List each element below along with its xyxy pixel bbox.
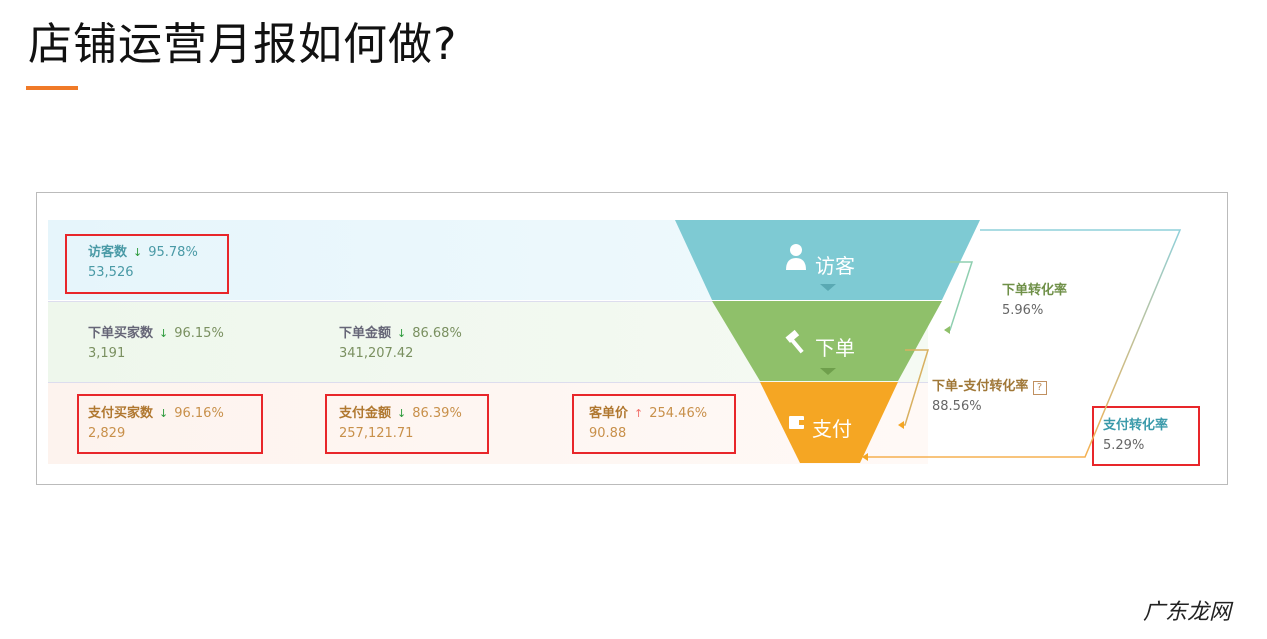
arrow-head-icon (862, 453, 868, 461)
metric-change: 96.15% (174, 326, 224, 341)
funnel-stage-order (712, 301, 942, 381)
rate-value: 88.56% (932, 399, 982, 414)
metric-pay-buyers: 支付买家数 ↓ 96.16% 2,829 (88, 404, 224, 444)
metric-value: 257,121.71 (339, 426, 414, 441)
funnel-label-visitor: 访客 (815, 254, 855, 278)
rate-label: 下单-支付转化率 (932, 379, 1029, 394)
wallet-icon (789, 416, 805, 429)
funnel-label-pay: 支付 (812, 417, 852, 441)
report-frame (36, 192, 1228, 485)
metric-value: 3,191 (88, 346, 126, 361)
rate-value: 5.29% (1103, 438, 1145, 453)
title-underline (26, 86, 78, 90)
up-arrow-icon: ↑ (634, 407, 644, 420)
order-conversion-rate: 下单转化率 5.96% (1002, 281, 1067, 321)
highlight-box (77, 394, 263, 454)
metric-change: 95.78% (148, 245, 198, 260)
caret-down-icon (820, 368, 836, 375)
arrow-head-icon (898, 421, 904, 429)
metric-label: 支付金额 (339, 406, 392, 421)
metric-label: 访客数 (88, 245, 128, 260)
metric-change: 96.16% (174, 406, 224, 421)
arrow-head-icon (944, 326, 950, 334)
funnel-label-order: 下单 (815, 336, 855, 360)
metric-value: 53,526 (88, 265, 134, 280)
metric-label: 下单买家数 (88, 326, 154, 341)
order-pay-conversion-rate: 下单-支付转化率 ? 88.56% (932, 377, 1047, 417)
metric-pay-amount: 支付金额 ↓ 86.39% 257,121.71 (339, 404, 462, 444)
metric-change: 86.39% (412, 406, 462, 421)
metric-value: 90.88 (589, 426, 627, 441)
down-arrow-icon: ↓ (397, 327, 407, 340)
gavel-icon (785, 329, 804, 354)
metric-change: 86.68% (412, 326, 462, 341)
down-arrow-icon: ↓ (159, 407, 169, 420)
rate-value: 5.96% (1002, 303, 1044, 318)
rate-label: 支付转化率 (1103, 418, 1169, 433)
watermark-logo: 广东龙网 (1142, 600, 1231, 625)
metric-change: 254.46% (649, 406, 708, 421)
down-arrow-icon: ↓ (133, 246, 143, 259)
pay-rate-connector (866, 229, 1182, 458)
user-icon (786, 244, 806, 270)
page-title: 店铺运营月报如何做? (28, 19, 458, 70)
metric-label: 支付买家数 (88, 406, 154, 421)
highlight-box (572, 394, 736, 454)
caret-down-icon (820, 284, 836, 291)
metric-value: 2,829 (88, 426, 126, 441)
down-arrow-icon: ↓ (159, 327, 169, 340)
funnel-stage-pay (760, 382, 898, 463)
metric-value: 341,207.42 (339, 346, 414, 361)
metric-visitors: 访客数 ↓ 95.78% 53,526 (88, 243, 198, 283)
rate-label: 下单转化率 (1002, 283, 1068, 298)
metric-avg-order-value: 客单价 ↑ 254.46% 90.88 (589, 404, 707, 444)
metric-order-amount: 下单金额 ↓ 86.68% 341,207.42 (339, 324, 462, 364)
help-icon[interactable]: ? (1032, 381, 1047, 395)
metric-label: 下单金额 (339, 326, 392, 341)
pay-conversion-rate: 支付转化率 5.29% (1103, 416, 1168, 456)
funnel-stage-visitor (675, 220, 980, 300)
highlight-box (325, 394, 489, 454)
metric-label: 客单价 (589, 406, 629, 421)
down-arrow-icon: ↓ (397, 407, 407, 420)
metric-order-buyers: 下单买家数 ↓ 96.15% 3,191 (88, 324, 224, 364)
highlight-box (65, 234, 229, 294)
